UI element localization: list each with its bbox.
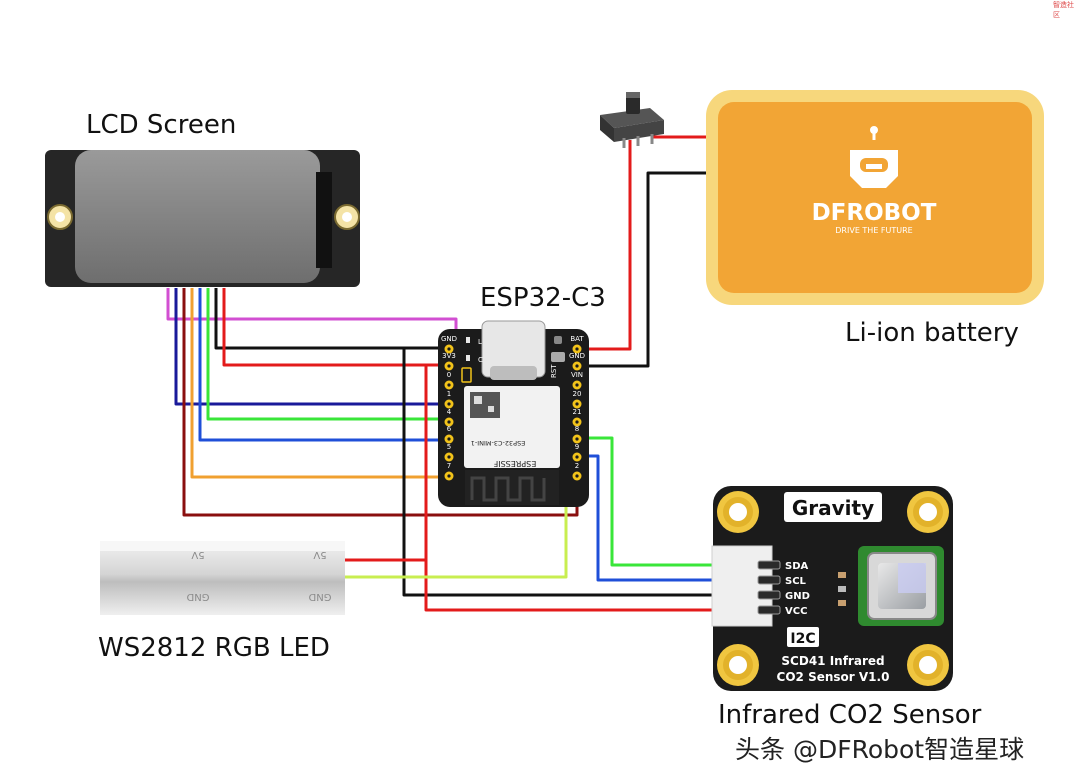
sensor-pin-label: SCL xyxy=(785,576,807,587)
pin-label-right: 21 xyxy=(573,408,582,416)
pin-label-left: GND xyxy=(441,335,457,343)
pin-label-left: 5 xyxy=(447,443,451,451)
wire-lcd-magenta xyxy=(166,288,458,333)
wire-lcd-navy xyxy=(174,288,449,406)
battery-charge-icon xyxy=(461,367,472,383)
co2-sensor-label: Infrared CO2 Sensor xyxy=(718,700,982,730)
vendor-name: ESPRESSIF xyxy=(493,459,536,468)
pin-label-left: 7 xyxy=(447,462,451,470)
led-pad-gnd-left: GND xyxy=(186,591,209,602)
qr-code xyxy=(470,392,500,418)
sensor-bus: I2C xyxy=(790,631,815,647)
dfrobot-logo-icon xyxy=(850,126,898,188)
wire-bat-red xyxy=(577,140,632,351)
rst-label: RST xyxy=(550,364,558,378)
sensor-pin-label: VCC xyxy=(785,606,807,617)
pin-label-right: VIN xyxy=(571,371,583,379)
lcd-screen xyxy=(45,150,360,287)
pin-label-left: 0 xyxy=(447,371,451,379)
led-pad-5v-left: 5V xyxy=(191,549,204,560)
led-strip-label: WS2812 RGB LED xyxy=(98,633,330,663)
lcd-display-area xyxy=(75,150,320,283)
sensor-pin-label: SDA xyxy=(785,561,809,572)
i2c-badge xyxy=(787,627,819,647)
sensor-model-line1: SCD41 Infrared xyxy=(781,654,884,668)
left-pin-header: GND 3V3 0 1 4 6 5 7 xyxy=(441,335,457,481)
pin-label-left: 3V3 xyxy=(442,352,456,360)
wire-lcd-red xyxy=(222,288,449,367)
battery-label: Li-ion battery xyxy=(845,318,1019,348)
pin-label-right: GND xyxy=(569,352,585,360)
wire-sda xyxy=(577,436,768,567)
battery-tagline: DRIVE THE FUTURE xyxy=(835,226,912,235)
led-mark-l: L xyxy=(478,338,482,346)
gravity-badge xyxy=(784,492,882,522)
sensor-pin-scl xyxy=(757,575,781,585)
wire-lcd-orange xyxy=(190,288,449,479)
sensor-brand: Gravity xyxy=(792,496,874,520)
pin-label-left: 6 xyxy=(447,425,452,433)
pin-label-right: 9 xyxy=(575,443,579,451)
sensor-pin-label: GND xyxy=(785,591,810,602)
pin-label-left: 4 xyxy=(447,408,452,416)
li-ion-battery: DFROBOT DRIVE THE FUTURE xyxy=(706,90,1044,305)
wire-lcd-black xyxy=(214,288,449,350)
wire-lcd-green xyxy=(206,288,449,421)
lcd-screen-label: LCD Screen xyxy=(86,110,237,140)
pin-label-right: 8 xyxy=(575,425,579,433)
battery-brand: DFROBOT xyxy=(812,200,937,226)
sensor-pin-sda xyxy=(757,560,781,570)
module-name: ESP32-C3-MINI-1 xyxy=(471,439,526,447)
sensor-model-line2: CO2 Sensor V1.0 xyxy=(777,670,890,684)
pin-label-right: 20 xyxy=(573,390,582,398)
esp32-board: GND 3V3 0 1 4 6 5 7 BAT GND VIN 20 21 8 9 2 ESP32-C3-M… xyxy=(438,320,589,507)
wire-lcd-blue xyxy=(198,288,449,442)
pin-label-right: BAT xyxy=(570,335,584,343)
ws2812-led-strip: 5V 5V GND GND xyxy=(100,541,345,615)
sensor-pin-vcc xyxy=(757,605,781,615)
led-pad-gnd-right: GND xyxy=(308,591,331,602)
wire-gnd-bus xyxy=(402,348,768,597)
corner-logo-tag: 智造社区 xyxy=(1053,1,1074,19)
wire-3v3-vcc xyxy=(424,365,768,612)
wire-bat-black xyxy=(577,171,706,368)
pin-label-left: 1 xyxy=(447,390,451,398)
sensor-pin-gnd xyxy=(757,590,781,600)
led-pad-5v-right: 5V xyxy=(313,549,326,560)
right-pin-header: BAT GND VIN 20 21 8 9 2 xyxy=(569,335,585,481)
pin-label-right: 2 xyxy=(575,462,579,470)
watermark: 头条 @DFRobot智造星球 xyxy=(735,735,1025,764)
esp32-c3-label: ESP32-C3 xyxy=(480,283,606,313)
power-switch xyxy=(600,92,664,148)
led-mark-c: C xyxy=(478,356,483,364)
